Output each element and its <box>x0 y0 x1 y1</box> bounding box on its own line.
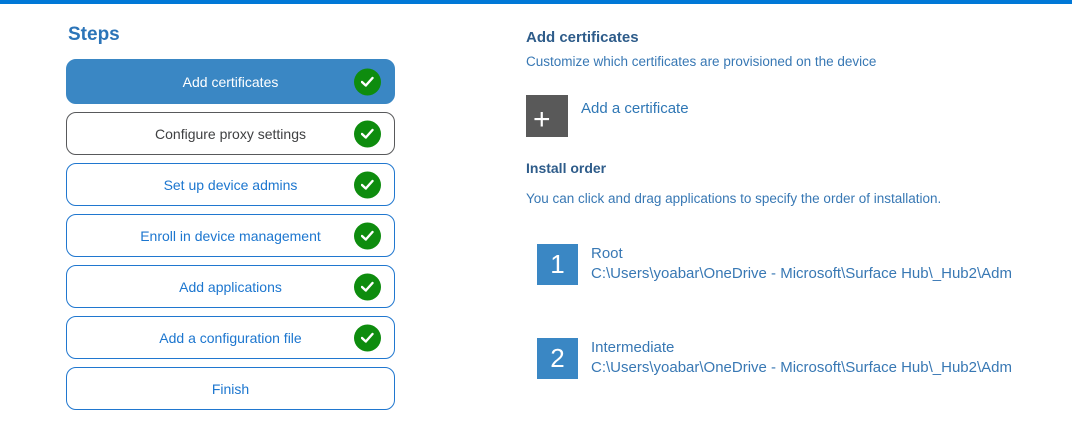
check-icon <box>354 120 381 147</box>
check-icon <box>354 324 381 351</box>
top-accent-bar <box>0 0 1072 4</box>
step-label: Enroll in device management <box>140 227 321 244</box>
step-label: Configure proxy settings <box>155 125 306 142</box>
step-button-enroll-in-device-management[interactable]: Enroll in device management <box>66 214 395 257</box>
install-order-item-intermediate[interactable]: 2 Intermediate C:\Users\yoabar\OneDrive … <box>537 338 1066 379</box>
certificate-path: C:\Users\yoabar\OneDrive - Microsoft\Sur… <box>591 265 1012 282</box>
certificate-path: C:\Users\yoabar\OneDrive - Microsoft\Sur… <box>591 359 1012 376</box>
order-number-badge: 2 <box>537 338 578 379</box>
add-certificate-button[interactable]: + Add a certificate <box>526 95 746 137</box>
certificate-name: Intermediate <box>591 339 675 356</box>
check-icon <box>354 171 381 198</box>
steps-title: Steps <box>68 24 120 45</box>
check-icon <box>354 222 381 249</box>
step-button-set-up-device-admins[interactable]: Set up device admins <box>66 163 395 206</box>
check-icon <box>354 68 381 95</box>
step-button-add-certificates[interactable]: Add certificates <box>66 59 395 104</box>
step-label: Finish <box>211 380 250 397</box>
install-order-item-root[interactable]: 1 Root C:\Users\yoabar\OneDrive - Micros… <box>537 244 1066 285</box>
step-label: Add a configuration file <box>159 329 302 346</box>
step-button-add-applications[interactable]: Add applications <box>66 265 395 308</box>
install-order-title: Install order <box>526 160 607 176</box>
install-order-subtitle: You can click and drag applications to s… <box>526 191 942 206</box>
content-panel: Add certificates Customize which certifi… <box>526 0 1066 379</box>
step-label: Add applications <box>179 278 282 295</box>
step-button-finish[interactable]: Finish <box>66 367 395 410</box>
check-icon <box>354 273 381 300</box>
step-button-configure-proxy-settings[interactable]: Configure proxy settings <box>66 112 395 155</box>
steps-panel: Steps Add certificates Configure proxy s… <box>66 24 395 418</box>
certificate-name: Root <box>591 245 623 262</box>
step-label: Add certificates <box>182 73 279 90</box>
section-title: Add certificates <box>526 29 639 46</box>
section-subtitle: Customize which certificates are provisi… <box>526 54 877 69</box>
step-button-add-a-configuration-file[interactable]: Add a configuration file <box>66 316 395 359</box>
install-item-text: Intermediate C:\Users\yoabar\OneDrive - … <box>591 338 1012 378</box>
order-number-badge: 1 <box>537 244 578 285</box>
plus-icon: + <box>526 95 568 137</box>
add-certificate-label: Add a certificate <box>581 100 689 117</box>
step-label: Set up device admins <box>163 176 298 193</box>
install-item-text: Root C:\Users\yoabar\OneDrive - Microsof… <box>591 244 1012 284</box>
